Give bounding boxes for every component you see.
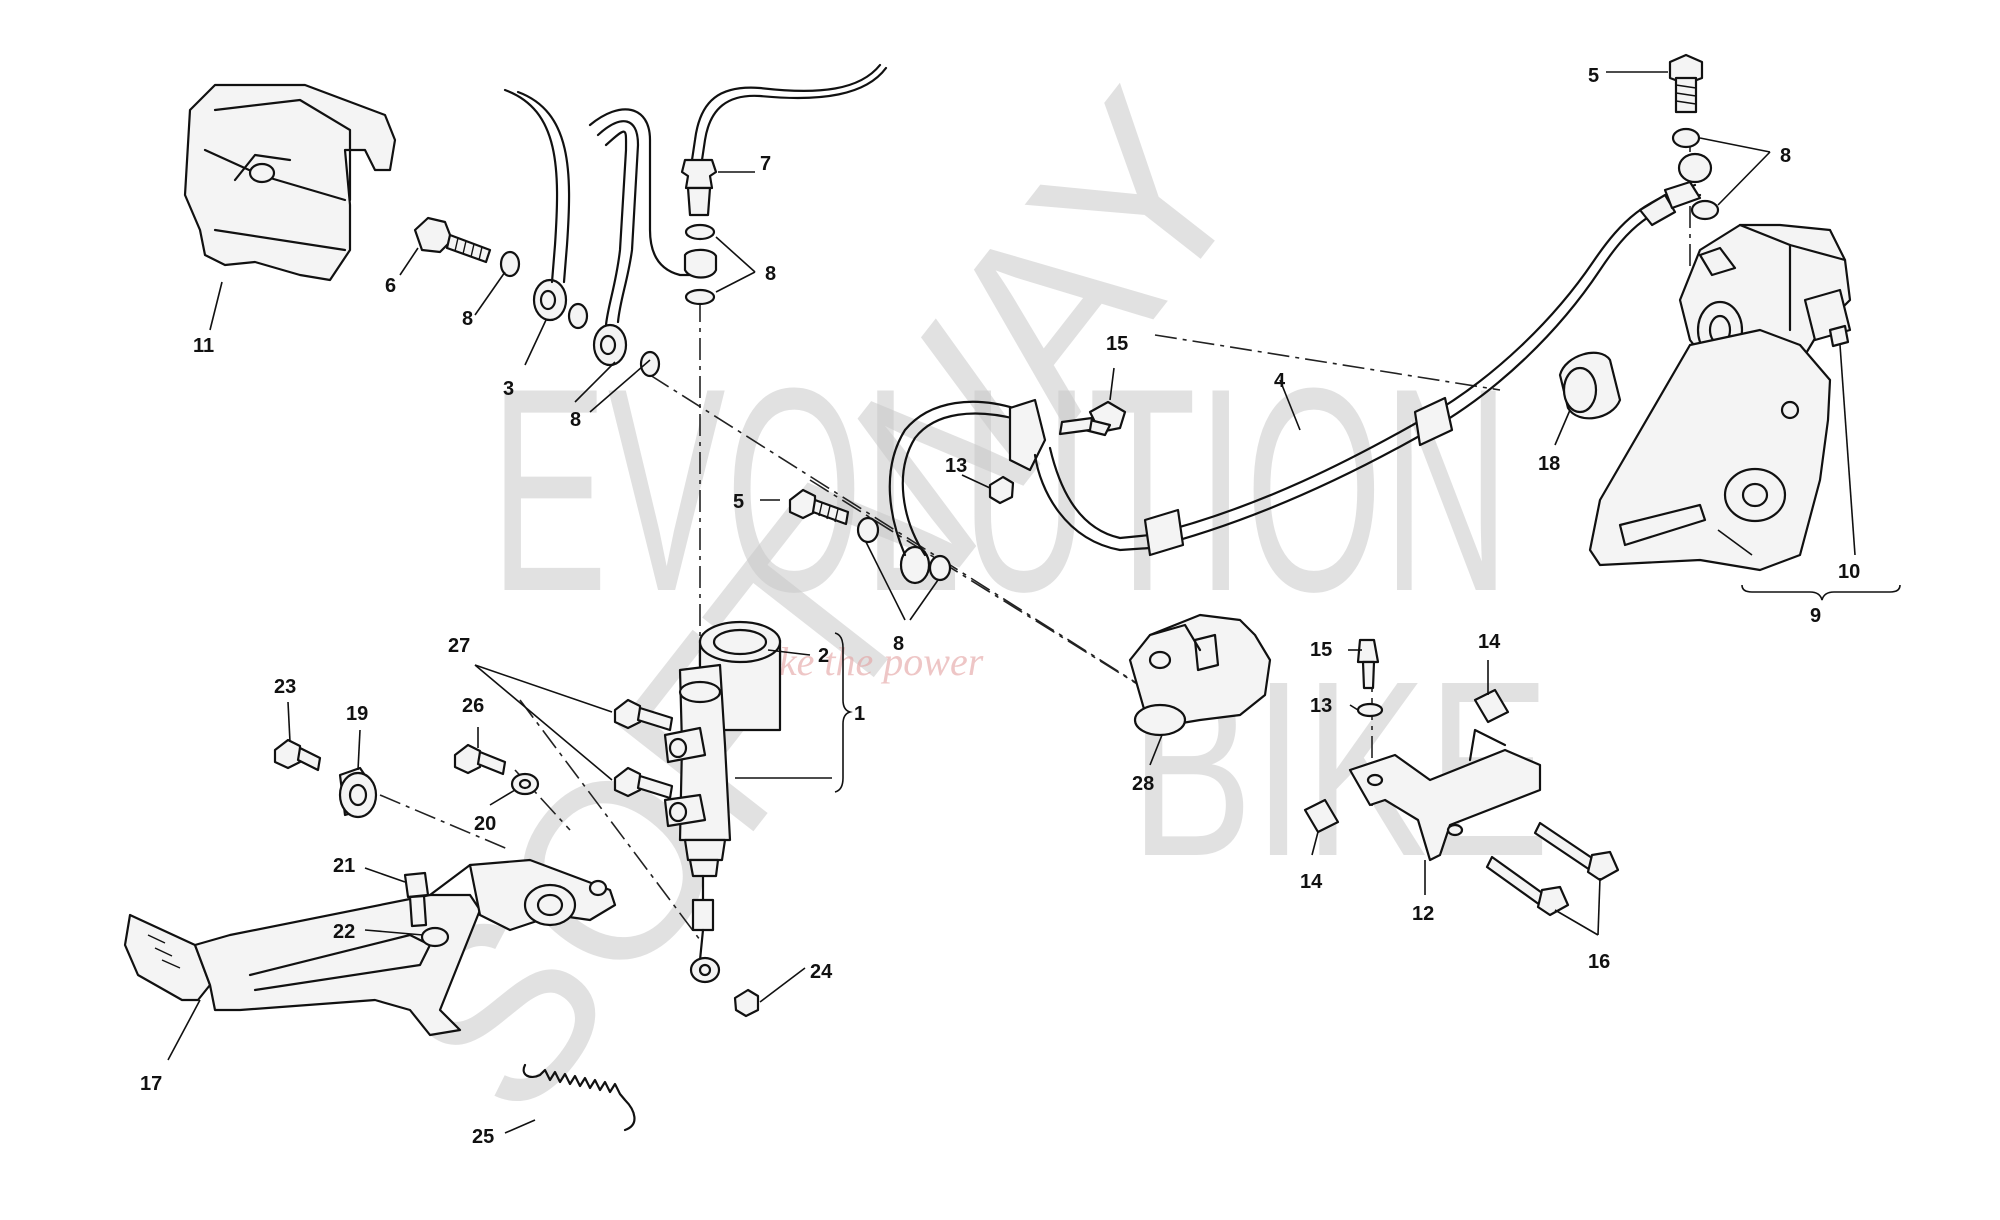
sealing-washer	[567, 302, 589, 330]
brake-hoses	[503, 88, 702, 327]
rear-brake-hose-part	[1143, 180, 1702, 557]
master-cylinder-part	[663, 620, 782, 984]
bracket-bolts-part	[1485, 821, 1620, 917]
callout-3: 3	[503, 378, 514, 400]
callout-13-bracket: 13	[1310, 695, 1332, 717]
bleed-screw-part	[1828, 324, 1850, 348]
mounting-bracket-part	[1348, 728, 1542, 862]
banjo-bolt-left-part	[788, 488, 850, 526]
sealing-washer	[499, 250, 521, 278]
callout-5-left: 5	[733, 491, 744, 513]
caliper-bracket-part	[1588, 328, 1832, 572]
pivot-bolt-part	[453, 743, 507, 776]
sealing-washer	[684, 223, 716, 241]
hose-elbow-part	[683, 248, 718, 279]
callout-labels: 1 2 3 4 5 5 6 7 8 8 8 8 8 9 10 11 12 13 …	[140, 65, 1860, 1148]
banjo-fitting	[1677, 152, 1713, 184]
pedal-pivot-bolt-part	[273, 738, 322, 772]
callout-12: 12	[1412, 903, 1434, 925]
stopper-bolt-part	[403, 871, 430, 928]
callout-17: 17	[140, 1073, 162, 1095]
return-spring-part	[522, 1063, 636, 1132]
callout-27: 27	[448, 635, 470, 657]
callout-11: 11	[193, 335, 214, 357]
callout-22: 22	[333, 921, 355, 943]
callout-1: 1	[854, 703, 865, 725]
callout-14-upper: 14	[1478, 631, 1501, 653]
callout-2: 2	[818, 645, 829, 667]
callout-8-banjo: 8	[570, 409, 581, 431]
banjo-bolt-right-part	[1668, 53, 1704, 114]
callout-8-fitting: 8	[765, 263, 776, 285]
callout-9: 9	[1810, 605, 1821, 627]
callout-6: 6	[385, 275, 396, 297]
callout-8-caliper: 8	[1780, 145, 1791, 167]
washer-nut-part	[988, 475, 1015, 505]
callout-5-right: 5	[1588, 65, 1599, 87]
callout-24: 24	[810, 961, 833, 983]
callout-16: 16	[1588, 951, 1610, 973]
washer-part	[510, 772, 540, 796]
callout-25: 25	[472, 1126, 494, 1148]
callout-4: 4	[1274, 370, 1286, 392]
brake-fluid-reservoir-part	[1128, 613, 1272, 737]
sealing-washer	[928, 554, 952, 582]
callout-18: 18	[1538, 453, 1560, 475]
callout-19: 19	[346, 703, 368, 725]
nut-part	[420, 926, 450, 948]
mounting-bolts-part	[613, 698, 674, 800]
leader-lines	[167, 71, 1901, 1134]
callout-23: 23	[274, 676, 296, 698]
banjo-bolt-part	[413, 216, 492, 264]
callout-8-hose: 8	[462, 308, 473, 330]
bracket-washer-part	[1356, 702, 1384, 718]
pivot-bushing-part	[338, 766, 378, 819]
callout-10: 10	[1838, 561, 1860, 583]
sealing-washer	[639, 350, 661, 378]
callout-15-clip: 15	[1106, 333, 1128, 355]
callout-21: 21	[333, 855, 355, 877]
reservoir-pipe-part	[680, 63, 888, 217]
callout-15-bracket: 15	[1310, 639, 1332, 661]
callout-7: 7	[760, 153, 771, 175]
heel-guard-part	[183, 83, 397, 282]
callout-8-caliper-hose: 8	[893, 633, 904, 655]
callout-28: 28	[1132, 773, 1154, 795]
bracket-screw-part	[1356, 638, 1380, 690]
caliper-hose-part	[888, 398, 1152, 585]
clip-bolt-part	[1058, 400, 1127, 437]
banjo-fitting-part	[532, 278, 628, 367]
callout-14-lower: 14	[1300, 871, 1323, 893]
callout-20: 20	[474, 813, 496, 835]
sealing-washer	[1690, 199, 1720, 221]
bracket-spacer-part	[1558, 351, 1622, 420]
watermark: EVOLUTION BIKE SOFTWAY make the power	[342, 45, 1550, 1162]
callout-26: 26	[462, 695, 484, 717]
sealing-washer	[1671, 127, 1701, 149]
brake-pedal-part	[123, 858, 617, 1037]
sealing-washer	[856, 516, 880, 544]
speed-nut-lower-part	[1303, 798, 1340, 834]
callout-13-clip: 13	[945, 455, 967, 477]
lock-nut-part	[733, 988, 760, 1018]
sealing-washer	[684, 288, 716, 306]
